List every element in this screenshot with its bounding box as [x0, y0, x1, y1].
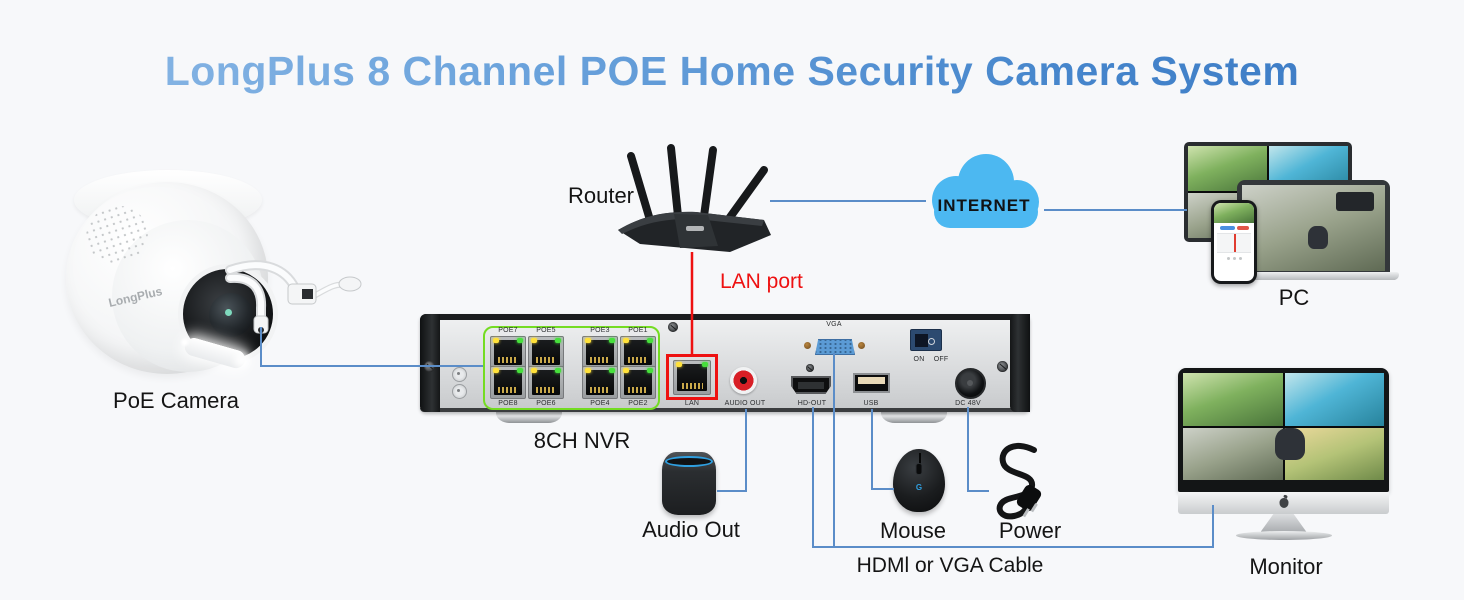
monitor-base: [1235, 531, 1332, 540]
screw: [424, 361, 435, 372]
poe-port: [490, 366, 526, 399]
camera-view-pool: [1284, 373, 1384, 426]
pc-laptop-base: [1227, 272, 1399, 280]
dc-jack-label: DC 48V: [955, 400, 981, 407]
audio-out-port: [730, 367, 757, 394]
poe-port-label: POE4: [590, 400, 610, 407]
screw: [858, 342, 865, 349]
usb-port: [853, 373, 890, 393]
app-timeline: [1217, 233, 1251, 254]
poe-port: [582, 336, 618, 369]
poe-port-label: POE3: [590, 327, 610, 334]
audio-out-label: Audio Out: [642, 517, 740, 542]
router-label: Router: [567, 183, 635, 208]
camera-lens-glint: [225, 309, 232, 316]
hdmi-vga-cable-label: HDMl or VGA Cable: [856, 554, 1044, 577]
poe-camera-image: LongPlus: [60, 168, 390, 398]
poe-port: [620, 366, 656, 399]
monitor-label: Monitor: [1249, 554, 1323, 579]
laptop-camera-view: [1242, 185, 1385, 271]
rj45-coupler-hole: [302, 289, 313, 299]
lan-label: LAN: [684, 400, 700, 407]
screw: [804, 342, 811, 349]
pc-image: [1180, 138, 1399, 288]
nvr-foot: [496, 410, 562, 423]
pc-laptop: [1237, 180, 1390, 274]
internet-cloud: [918, 148, 1050, 240]
screw: [668, 322, 678, 332]
monitor-chin: [1178, 492, 1389, 514]
phone-camera-view: [1214, 203, 1254, 224]
switch-off-label: OFF: [933, 356, 949, 363]
pc-label: PC: [1278, 285, 1310, 310]
app-red-button: [1236, 226, 1249, 231]
poe-port-label: POE5: [536, 327, 556, 334]
dc-power-jack: [955, 368, 986, 399]
poe-port: [490, 336, 526, 369]
nvr-right-edge: [1010, 314, 1030, 412]
mouse-scroll-wheel: [915, 463, 923, 475]
router-antenna: [724, 166, 768, 224]
poe-ports-group: [483, 326, 660, 410]
ground-symbol: [452, 367, 467, 382]
power-plug: [1016, 484, 1042, 512]
monitor-image: [1178, 368, 1389, 548]
cable-cap: [338, 276, 362, 292]
router-image: [612, 140, 777, 256]
poe-port-label: POE2: [628, 400, 648, 407]
nvr-label: 8CH NVR: [533, 428, 631, 453]
poe-port: [620, 336, 656, 369]
monitor-stand: [1260, 514, 1307, 532]
router-antenna: [667, 144, 682, 220]
mouse-logo: G: [915, 483, 923, 492]
phone-app-screen: [1214, 203, 1254, 281]
screw: [806, 364, 814, 372]
parked-car: [1336, 191, 1374, 211]
poe-port-label: POE8: [498, 400, 518, 407]
person-package: [1307, 226, 1328, 249]
lan-port: [673, 360, 711, 395]
ground-symbol: [452, 384, 467, 399]
camera-view-driveway: [1183, 427, 1305, 480]
screw: [997, 361, 1008, 372]
poe-port-label: POE7: [498, 327, 518, 334]
camera-pigtail-cables: [225, 260, 362, 334]
camera-label: PoE Camera: [113, 388, 239, 413]
page-title: LongPlus 8 Channel POE Home Security Cam…: [0, 48, 1464, 95]
hdmi-port-label: HD-OUT: [797, 400, 827, 407]
power-cord-image: [976, 440, 1060, 524]
speaker-image: [662, 452, 716, 515]
poe-port: [528, 336, 564, 369]
internet-label: INTERNET: [937, 196, 1031, 215]
lan-port-label: LAN port: [720, 270, 803, 293]
poe-port-label: POE6: [536, 400, 556, 407]
camera-view-yard: [1183, 373, 1283, 426]
monitor-screen: [1178, 368, 1389, 492]
speaker-blue-ring: [665, 456, 713, 467]
apple-logo-icon: [1279, 498, 1288, 508]
switch-on-label: ON: [913, 356, 925, 363]
usb-port-label: USB: [863, 400, 879, 407]
camera-lens-glass: [209, 293, 253, 337]
mouse-image: G: [893, 449, 945, 512]
vga-port: [815, 339, 855, 355]
audio-out-port-label: AUDIO OUT: [724, 400, 766, 407]
poe-port: [582, 366, 618, 399]
router-antenna: [627, 152, 654, 224]
power-switch: [910, 329, 942, 351]
vga-port-label: VGA: [826, 321, 842, 328]
router-antenna: [700, 146, 717, 220]
hdmi-port: [791, 376, 831, 394]
poe-port-label: POE1: [628, 327, 648, 334]
app-blue-button: [1219, 226, 1235, 231]
mouse-label: Mouse: [879, 518, 947, 543]
audio-out-line: [717, 409, 747, 492]
poe-port: [528, 366, 564, 399]
pc-phone: [1211, 200, 1257, 284]
nvr-top-edge: [420, 314, 1030, 320]
